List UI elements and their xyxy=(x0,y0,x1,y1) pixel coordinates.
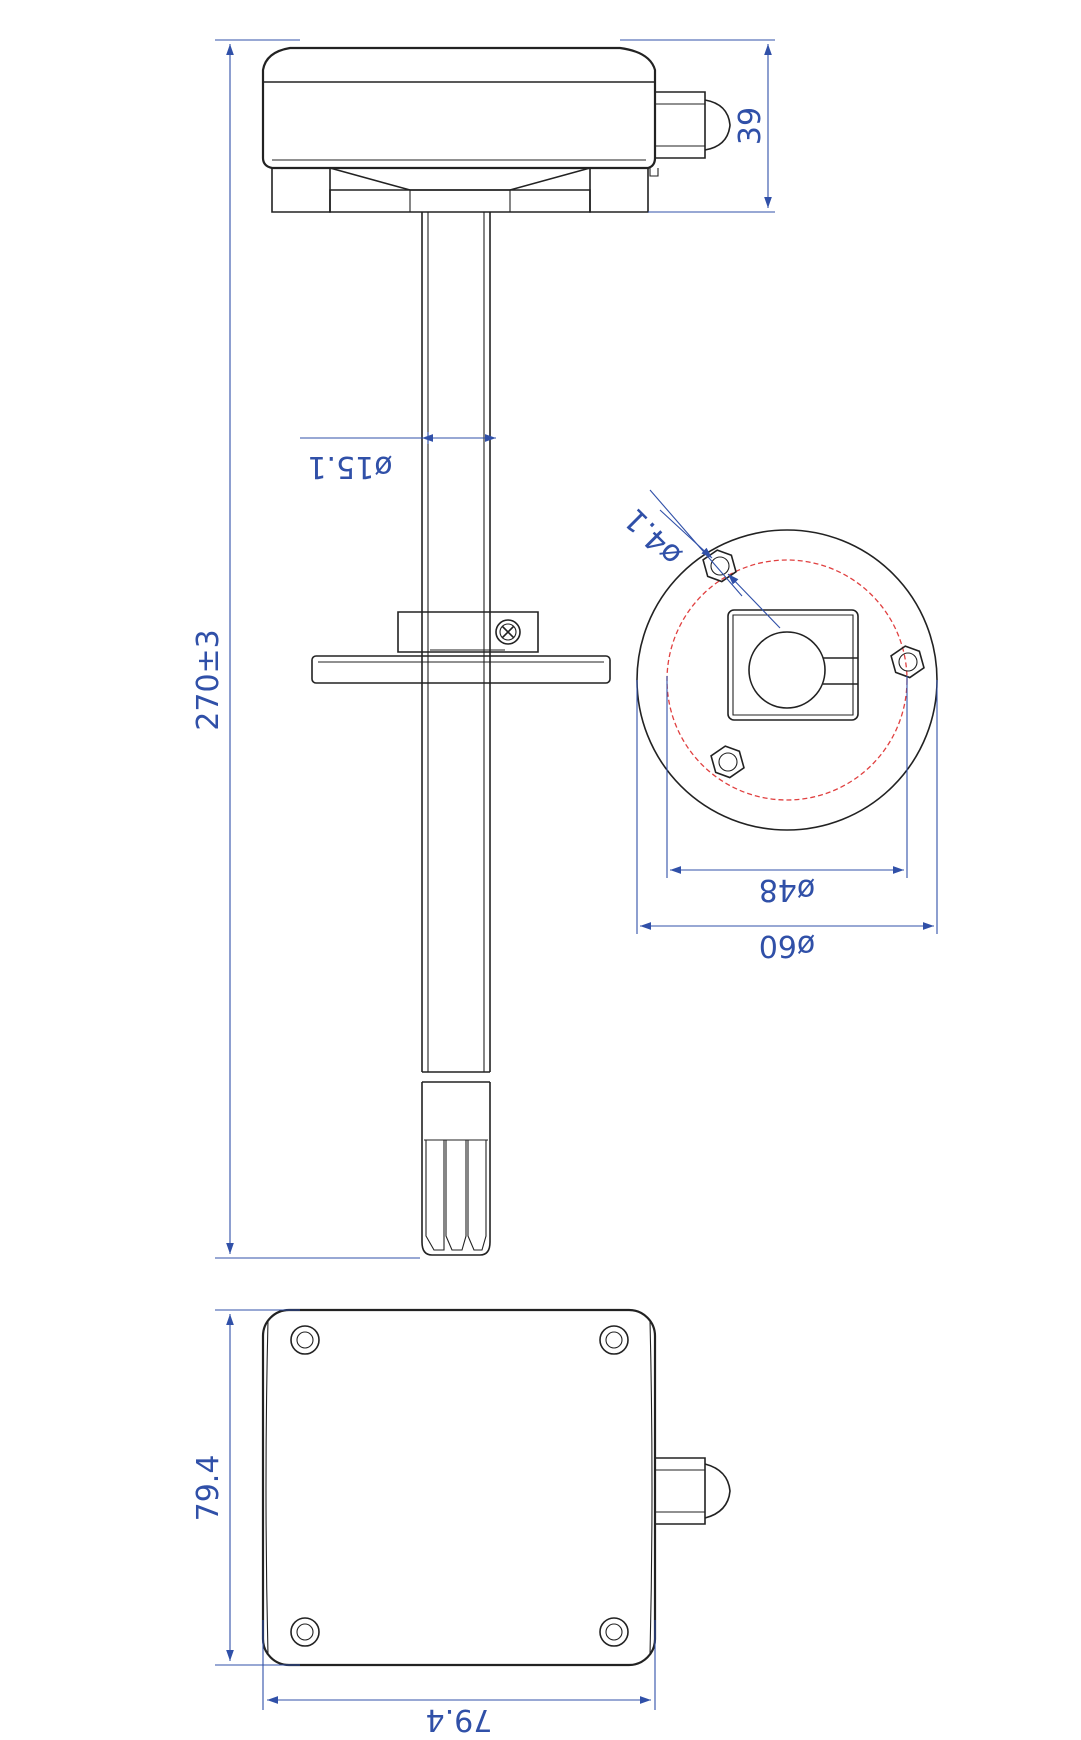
housing-side xyxy=(261,46,657,213)
top-width-label: 79.4 xyxy=(426,1702,493,1737)
flange-hole-1 xyxy=(702,549,737,583)
flange-center-bore xyxy=(748,631,826,709)
probe-tube xyxy=(421,212,491,1072)
cable-gland-side xyxy=(649,91,731,177)
top-height-label: 79.4 xyxy=(191,1455,226,1522)
total-length-label: 270±3 xyxy=(191,629,226,730)
top-screw-2 xyxy=(599,1325,629,1355)
flange-hole-3 xyxy=(710,745,745,779)
dim-flange-diameter: ø60 xyxy=(636,680,938,963)
probe-diameter-label: ø15.1 xyxy=(307,449,392,484)
bolt-circle xyxy=(666,559,908,801)
hole-diameter-label: ø4.1 xyxy=(618,501,689,572)
sensor-tip xyxy=(421,1071,491,1256)
flange-view: ø4.1 ø48 ø60 xyxy=(618,489,938,963)
cable-gland-top xyxy=(655,1457,731,1525)
dim-top-height: 79.4 xyxy=(191,1309,300,1666)
dim-housing-height: 39 xyxy=(620,39,775,213)
top-screw-4 xyxy=(599,1617,629,1647)
bolt-circle-label: ø48 xyxy=(759,872,816,907)
side-view: 270±3 39 ø15.1 xyxy=(191,39,775,1259)
housing-top xyxy=(261,1308,657,1667)
dim-total-length: 270±3 xyxy=(191,39,420,1259)
flange-outline xyxy=(636,529,938,831)
top-screw-3 xyxy=(290,1617,320,1647)
dim-bolt-circle: ø48 xyxy=(666,676,908,907)
flange-hole-2 xyxy=(890,645,925,679)
mounting-flange-side xyxy=(311,611,611,684)
housing-height-label: 39 xyxy=(733,107,768,145)
dim-top-width: 79.4 xyxy=(262,1620,656,1737)
top-view: 79.4 79.4 xyxy=(191,1308,731,1737)
top-screw-1 xyxy=(290,1325,320,1355)
flange-diameter-label: ø60 xyxy=(759,928,816,963)
flange-slot xyxy=(727,609,859,721)
dim-probe-diameter: ø15.1 xyxy=(300,432,496,484)
